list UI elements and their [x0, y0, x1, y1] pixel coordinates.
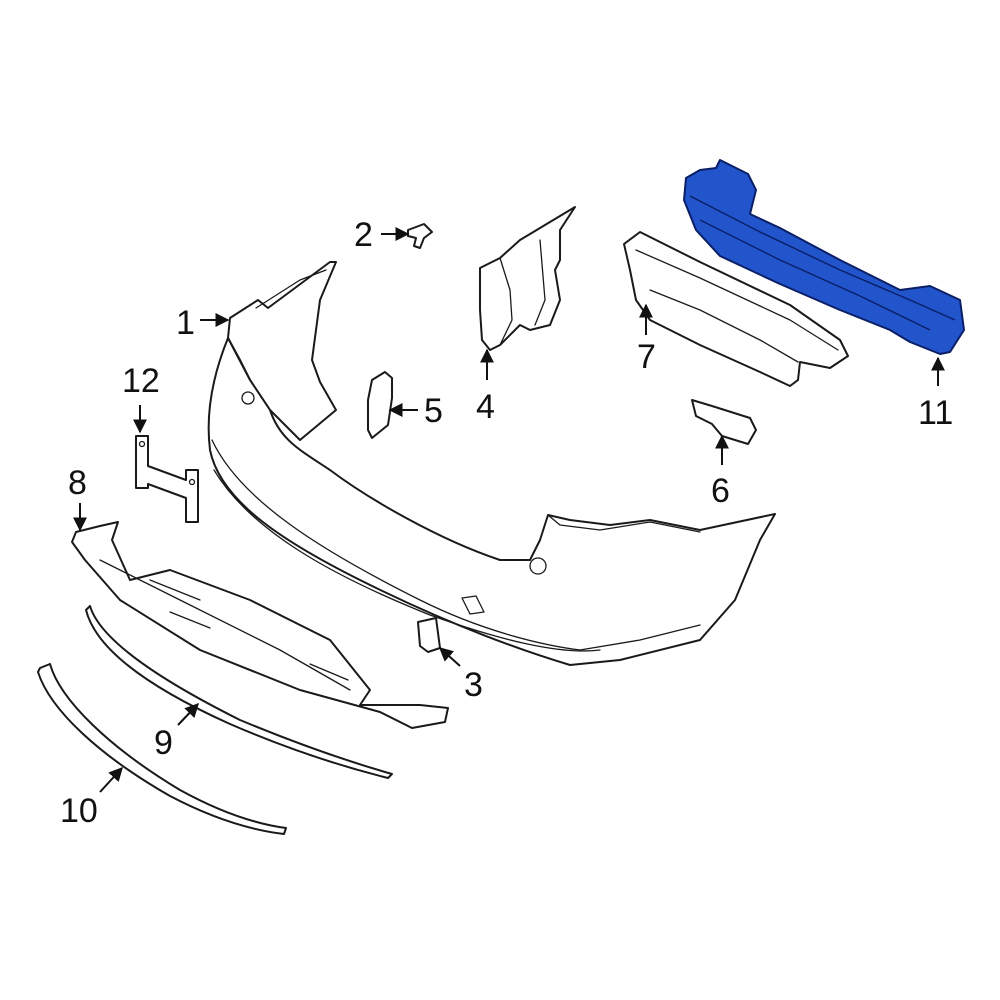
part-6-bracket[interactable]: [691, 399, 757, 445]
part-10-lower-trim-strip[interactable]: [37, 663, 287, 835]
part-12-bracket[interactable]: [135, 435, 199, 523]
callout-7: 7: [637, 338, 656, 376]
part-1-bumper-cover[interactable]: [207, 261, 776, 666]
leader-10: [99, 766, 123, 793]
part-9-trim-strip[interactable]: [85, 605, 393, 779]
callout-8: 8: [68, 464, 87, 502]
callout-3: 3: [464, 666, 483, 704]
part-8-lower-valance[interactable]: [71, 521, 449, 729]
leader-9: [177, 702, 199, 726]
callout-9: 9: [154, 724, 173, 762]
callout-6: 6: [711, 472, 730, 510]
callout-labels: 1 2 3 4 5 6 7 8 9 10 11 12: [60, 216, 953, 830]
callout-12: 12: [122, 362, 160, 400]
leader-lines: [73, 227, 945, 793]
part-4-side-bracket[interactable]: [479, 206, 576, 351]
callout-5: 5: [424, 392, 443, 430]
callout-2: 2: [354, 216, 373, 254]
part-11-reinforcement-beam[interactable]: [683, 159, 965, 355]
callout-10: 10: [60, 792, 98, 830]
callout-11: 11: [918, 394, 953, 432]
callout-4: 4: [476, 388, 495, 426]
part-3-tow-hook-cover[interactable]: [417, 617, 441, 653]
leader-3: [438, 647, 461, 667]
part-5-bracket[interactable]: [367, 371, 393, 439]
part-2-clip[interactable]: [407, 223, 433, 249]
callout-1: 1: [176, 304, 195, 342]
